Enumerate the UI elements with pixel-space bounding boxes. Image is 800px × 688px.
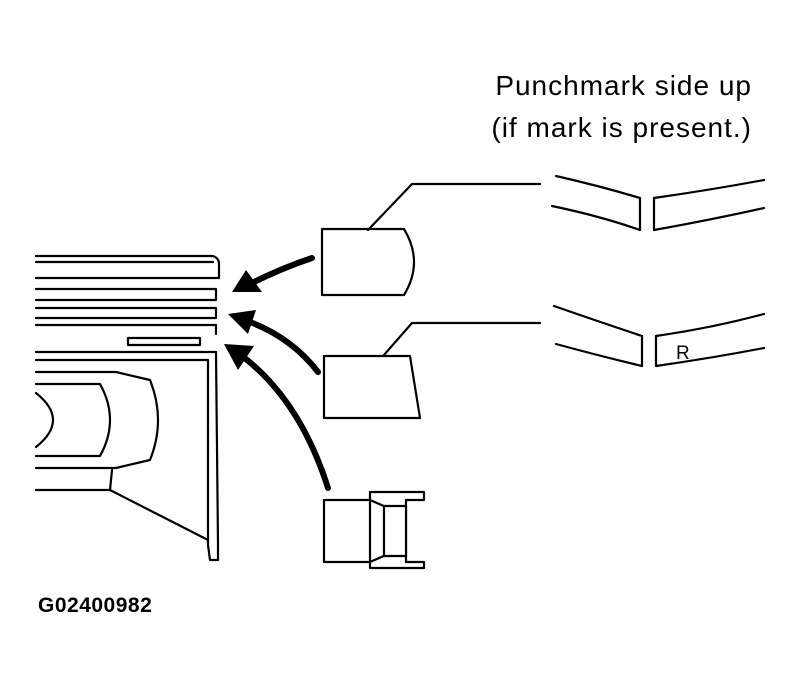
- punchmark-caption-note: (if mark is present.): [491, 112, 752, 143]
- leader-line-second-ring: [382, 321, 542, 357]
- top-ring-profile: [320, 227, 415, 297]
- second-ring-gap-view: R: [552, 304, 766, 368]
- second-ring-profile: [322, 354, 422, 420]
- arrow-second-ring: [228, 310, 321, 375]
- piston-body: [34, 254, 221, 562]
- figure-id: G02400982: [38, 594, 153, 617]
- arrow-top-ring: [232, 255, 315, 292]
- punchmark-caption: Punchmark side up: [495, 70, 752, 101]
- oil-ring-profile: [322, 490, 426, 570]
- leader-line-top-ring: [366, 182, 542, 232]
- punchmark-r-label: R: [676, 343, 690, 364]
- top-ring-gap-view: [550, 174, 766, 232]
- arrow-oil-ring: [224, 344, 331, 491]
